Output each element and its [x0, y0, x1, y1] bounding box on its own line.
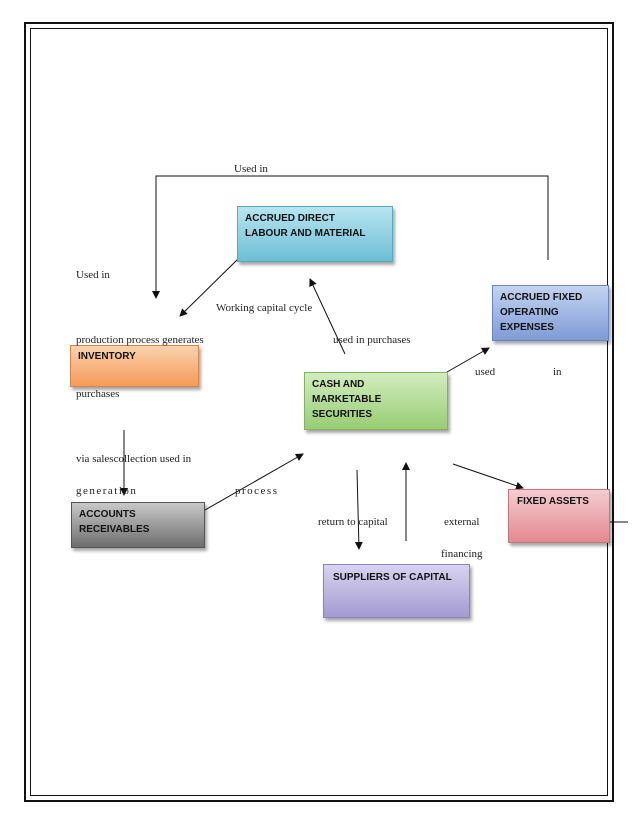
label-generation: generation	[76, 485, 138, 497]
node-fixed-assets: FIXED ASSETS	[508, 489, 610, 543]
cash-to-fixed-assets-arrow	[452, 463, 524, 490]
label-purchases: purchases	[76, 388, 120, 400]
label-return-to-capital: return to capital	[318, 516, 388, 528]
cash-to-labour-arrow	[309, 278, 346, 355]
label-financing: financing	[441, 548, 483, 560]
label-in: in	[553, 366, 562, 378]
label-used-in-purchases: used in purchases	[333, 334, 411, 346]
node-accrued-direct-labour: ACCRUED DIRECT LABOUR AND MATERIAL	[237, 206, 393, 262]
labour-to-inventory-arrow	[179, 258, 239, 317]
label-process: process	[235, 485, 279, 497]
cash-to-suppliers-arrow	[354, 469, 363, 550]
node-inventory: INVENTORY	[70, 345, 199, 387]
node-accounts-receivables: ACCOUNTS RECEIVABLES	[71, 502, 205, 548]
page-border-inner	[30, 28, 608, 796]
label-via-sales-collection: via salescollection used in	[76, 453, 192, 465]
label-external: external	[444, 516, 480, 528]
label-used: used	[475, 366, 496, 378]
label-used-in-left: Used in	[76, 269, 110, 281]
label-used-in-top: Used in	[234, 163, 268, 175]
loop-connector	[152, 175, 549, 299]
label-working-capital-cycle: Working capital cycle	[216, 302, 313, 314]
page-border-outer	[24, 22, 614, 802]
receivables-to-cash-arrow	[204, 453, 304, 511]
cash-to-fixed-expenses-arrow	[446, 347, 490, 373]
label-production-process-generates: production process generates	[76, 334, 204, 346]
node-suppliers-of-capital: SUPPLIERS OF CAPITAL	[323, 564, 470, 618]
node-accrued-fixed-expenses: ACCRUED FIXED OPERATING EXPENSES	[492, 285, 609, 341]
node-cash-marketable-securities: CASH AND MARKETABLE SECURITIES	[304, 372, 448, 430]
